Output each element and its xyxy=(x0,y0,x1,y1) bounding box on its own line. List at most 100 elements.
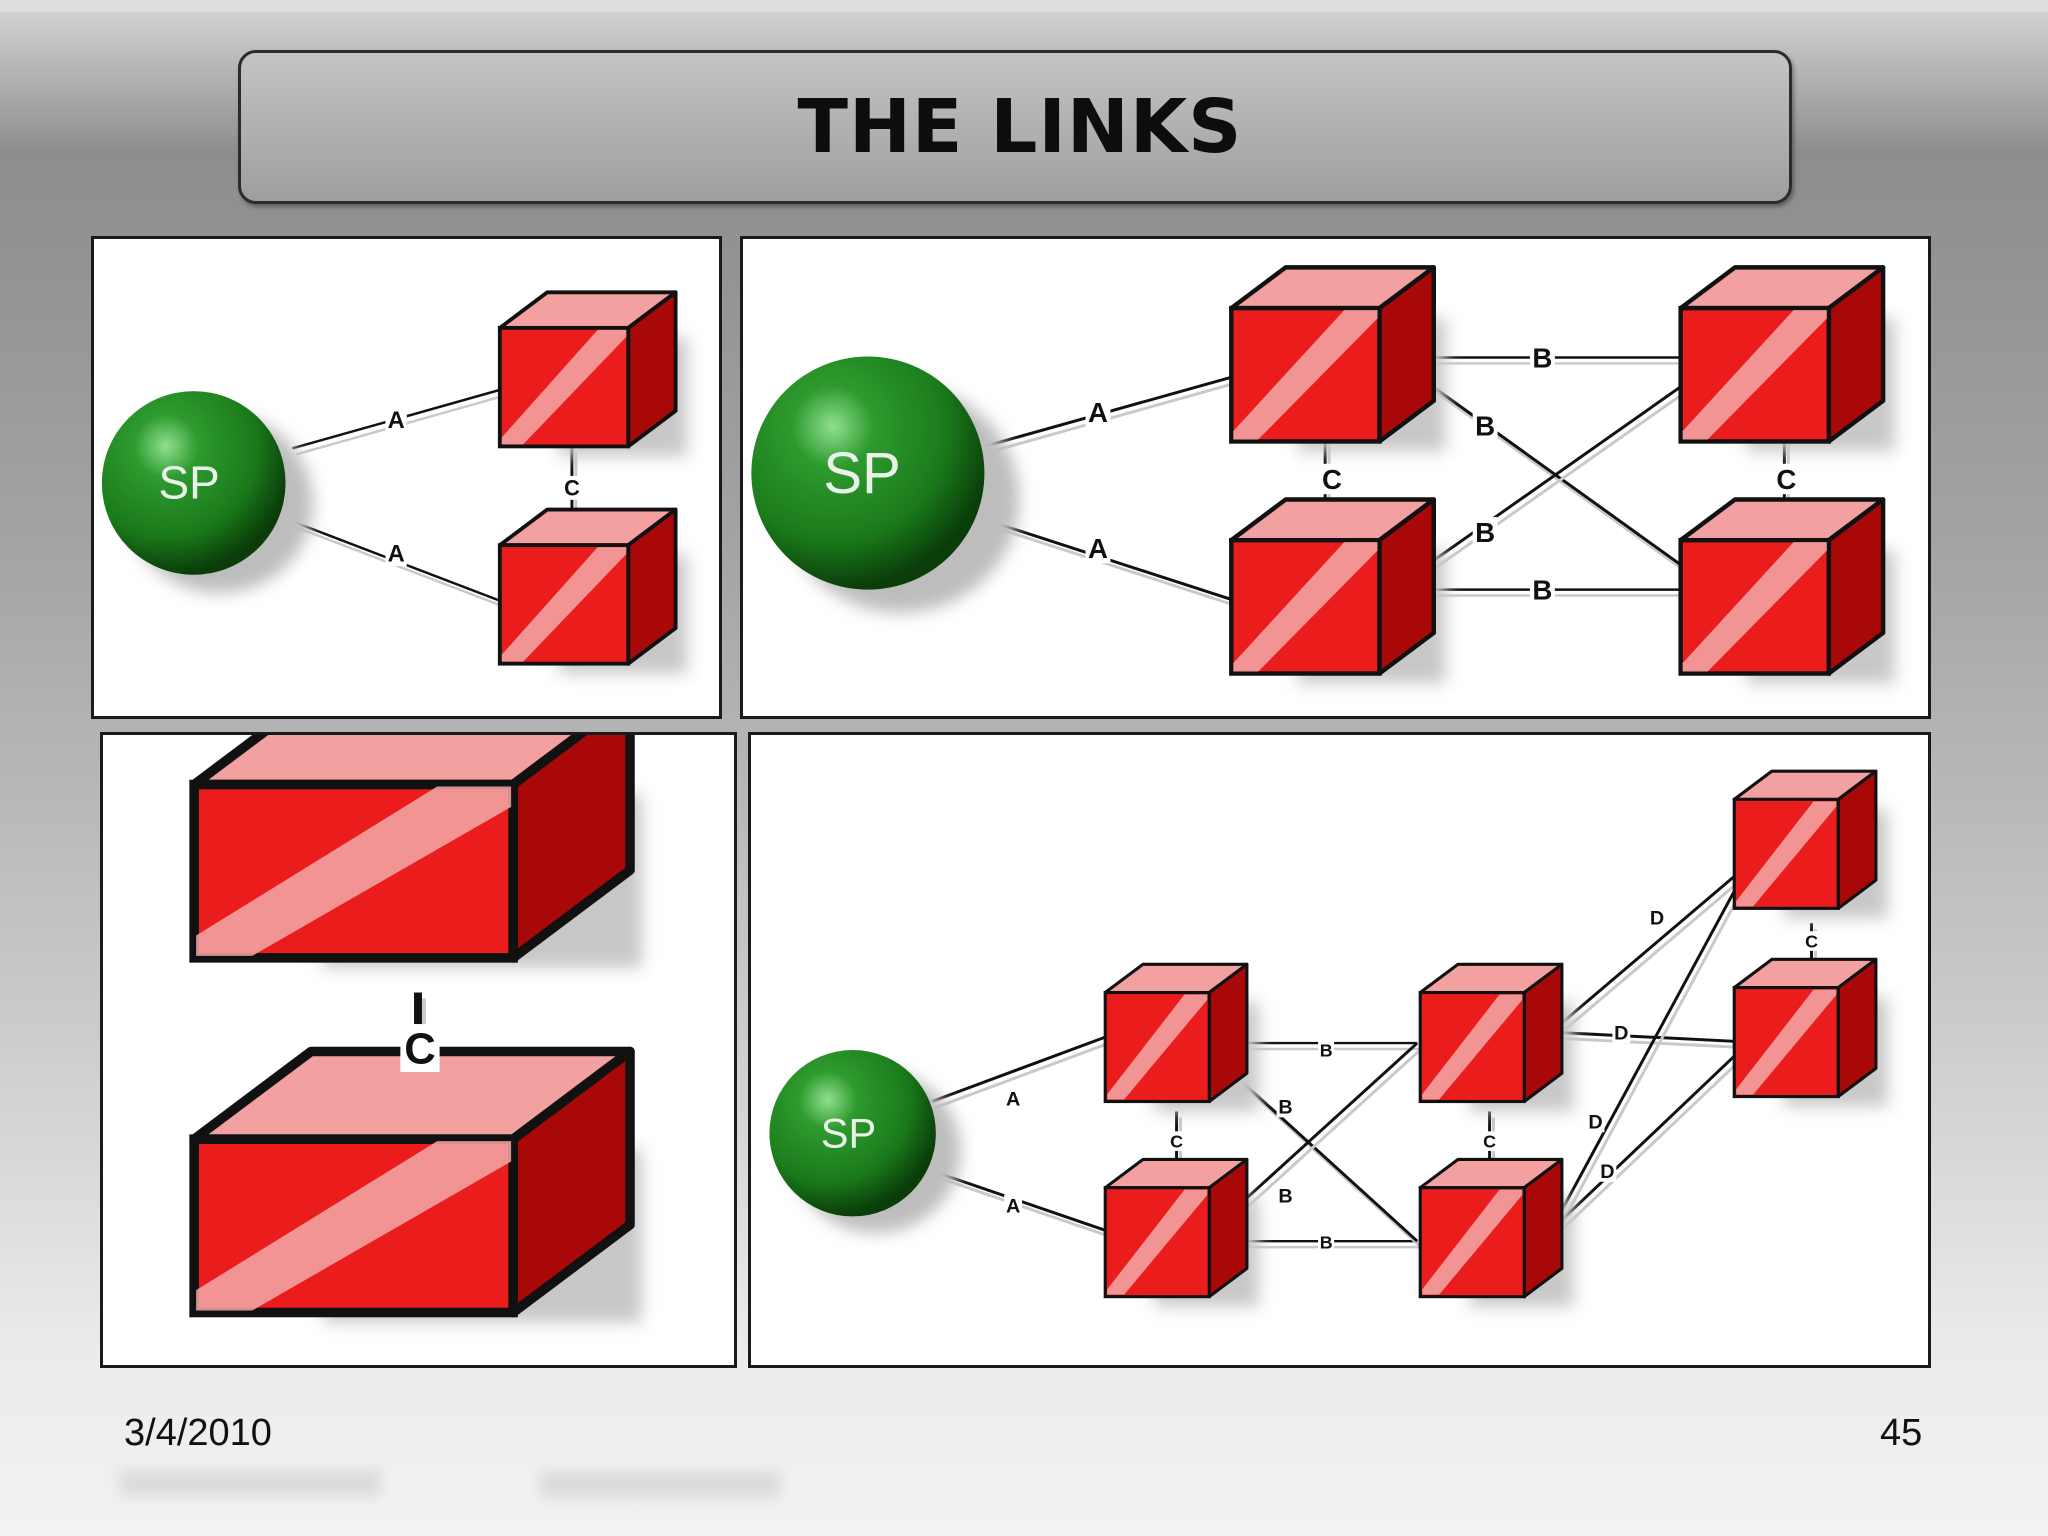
sphere-body xyxy=(101,391,286,575)
link-label-bg xyxy=(1318,1040,1335,1060)
link-shadow xyxy=(987,523,1236,607)
link-shadow xyxy=(935,1041,1110,1109)
cube-node xyxy=(1103,1157,1259,1307)
link-shadow xyxy=(1554,1036,1754,1050)
link-label-bg xyxy=(1529,574,1555,605)
link-label: B xyxy=(1320,1233,1333,1253)
link-label: A xyxy=(388,542,405,568)
link-label: C xyxy=(1322,464,1342,495)
link-label: D xyxy=(1588,1111,1602,1133)
link-label: B xyxy=(1278,1097,1292,1119)
cube-shine xyxy=(1422,994,1523,1100)
link-line xyxy=(1398,361,1717,586)
sp-sphere: SP xyxy=(751,356,1020,613)
link-label-bg xyxy=(1085,396,1111,428)
link-shadow xyxy=(1402,367,1721,592)
cube-node xyxy=(1418,1157,1574,1307)
link-shadow xyxy=(1553,1046,1755,1238)
cube-node xyxy=(1678,265,1895,452)
top-band xyxy=(0,0,2048,12)
cube-shine xyxy=(1233,542,1378,672)
cube-shine xyxy=(1233,310,1378,440)
sp-sphere: SP xyxy=(769,1050,961,1234)
diagram-sp-two-cubes: SP A A C xyxy=(101,290,688,674)
link-label: A xyxy=(1006,1196,1020,1218)
cube-node xyxy=(1103,962,1259,1112)
link-label: C xyxy=(1776,464,1796,495)
link-label-bg xyxy=(1773,463,1799,495)
cube-shine xyxy=(1736,989,1837,1095)
link-shadow xyxy=(1553,869,1755,1237)
cube-shine xyxy=(1422,1189,1523,1295)
cube-node xyxy=(1678,497,1895,684)
link-shadow xyxy=(987,381,1236,454)
sphere-label: SP xyxy=(821,1109,877,1156)
footer-blur xyxy=(540,1472,780,1498)
sphere-body xyxy=(751,356,985,590)
link-label-bg xyxy=(1276,1184,1295,1207)
slide-title: THE LINKS xyxy=(797,84,1243,170)
link-label-bg xyxy=(1004,1194,1023,1217)
link-label-bg xyxy=(1085,532,1111,564)
cube-shine xyxy=(1682,310,1827,440)
link-label-bg xyxy=(1648,906,1666,929)
link-label-bg xyxy=(400,1024,440,1072)
cube-shine xyxy=(196,1141,512,1311)
link-label-bg xyxy=(1481,1131,1498,1151)
link-label: D xyxy=(1650,907,1664,929)
link-label-bg xyxy=(1276,1095,1295,1118)
link-line xyxy=(1549,863,1751,1231)
link-line xyxy=(1549,1040,1751,1232)
link-label-bg xyxy=(385,406,407,433)
link-label-bg xyxy=(1586,1110,1605,1133)
link-label-bg xyxy=(1472,410,1498,441)
link-label: A xyxy=(1088,533,1108,564)
link-label-bg xyxy=(385,540,407,567)
sp-sphere: SP xyxy=(101,391,314,594)
link-label-bg xyxy=(562,475,582,500)
link-label-bg xyxy=(1612,1021,1631,1044)
link-label: D xyxy=(1600,1161,1614,1183)
link-label: C xyxy=(404,1026,435,1074)
link-label-bg xyxy=(1529,342,1555,373)
link-line xyxy=(1550,1030,1750,1044)
link-label: C xyxy=(1805,931,1818,951)
link-label-bg xyxy=(1318,1232,1335,1252)
link-label-bg xyxy=(1168,1131,1185,1151)
link-label-bg xyxy=(1004,1087,1023,1110)
cube-shine xyxy=(1682,542,1827,672)
cube-shine xyxy=(1736,801,1837,907)
footer-blur xyxy=(120,1470,380,1496)
link-label: B xyxy=(1278,1186,1292,1208)
link-label: B xyxy=(1532,342,1552,373)
diagram-c-link-closeup: C xyxy=(189,735,642,1323)
link-label: C xyxy=(564,476,580,501)
cube-node xyxy=(1418,962,1574,1112)
sphere-label: SP xyxy=(158,457,219,509)
link-line xyxy=(931,1035,1106,1103)
link-label: C xyxy=(1170,1132,1183,1152)
link-label: B xyxy=(1532,575,1552,606)
link-label: A xyxy=(388,408,405,434)
link-label: A xyxy=(1088,397,1108,428)
link-shadow xyxy=(295,526,515,612)
link-label: D xyxy=(1614,1022,1628,1044)
link-label-bg xyxy=(1598,1159,1617,1182)
link-shadow xyxy=(935,1175,1110,1238)
cube-node xyxy=(1732,769,1888,919)
diagram-panel-c-link-closeup: C xyxy=(100,732,737,1368)
link-label: B xyxy=(1320,1040,1333,1060)
link-label-bg xyxy=(1319,463,1345,495)
cube-node xyxy=(497,507,688,674)
link-line xyxy=(1550,862,1751,1034)
cube-shine xyxy=(196,786,512,956)
diagram-panel-sp-two-cubes: SP A A C xyxy=(91,236,722,719)
sphere-label: SP xyxy=(823,441,901,506)
cube-shine xyxy=(501,547,627,662)
slide-date: 3/4/2010 xyxy=(124,1412,272,1454)
slide-page-number: 45 xyxy=(1880,1412,1923,1454)
